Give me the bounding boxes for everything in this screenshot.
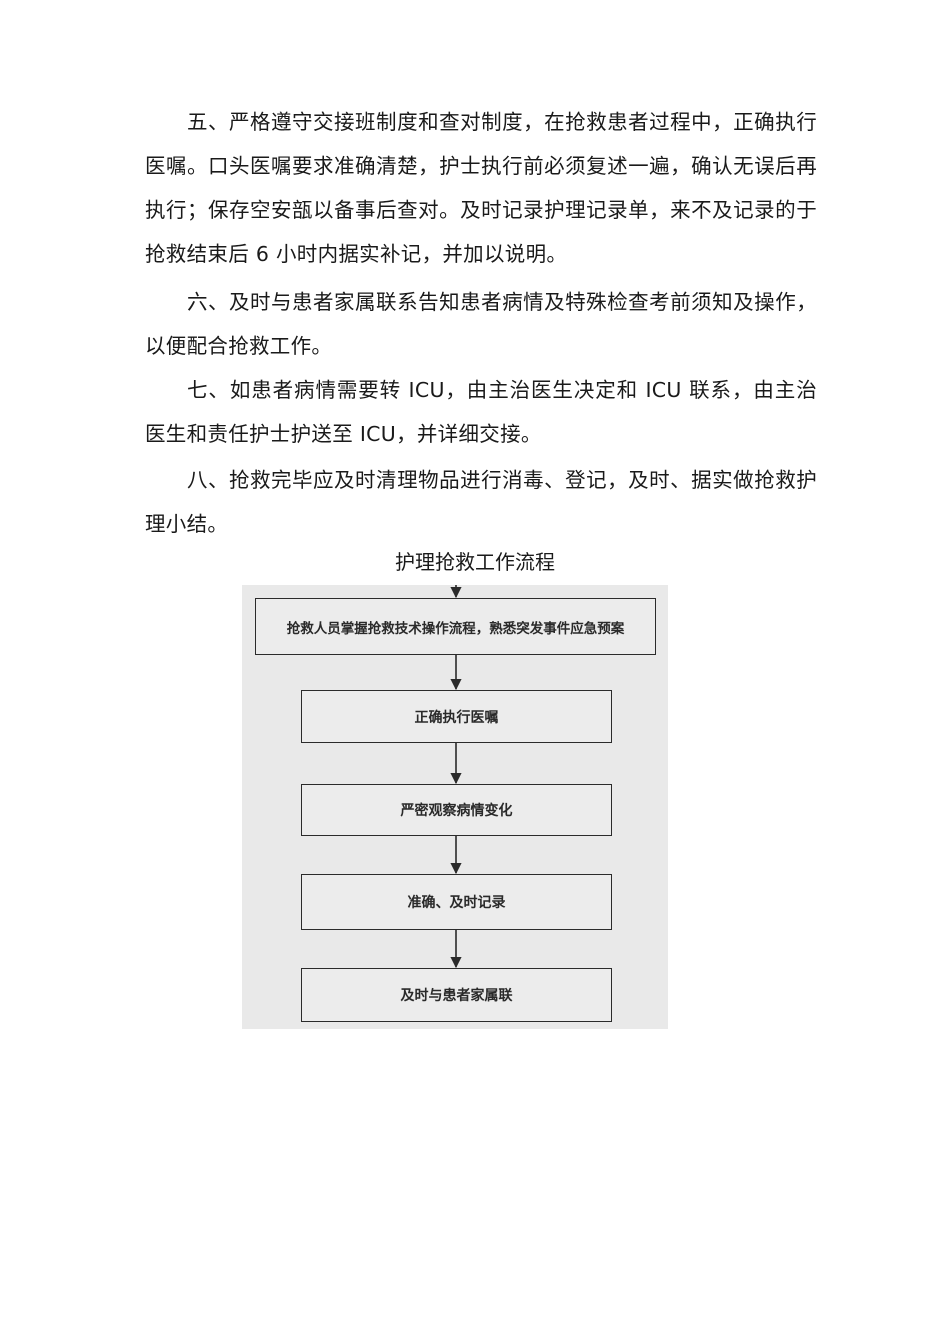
flow-step-2: 正确执行医嘱 xyxy=(301,690,612,743)
paragraph-6: 六、及时与患者家属联系告知患者病情及特殊检查考前须知及操作，以便配合抢救工作。 xyxy=(145,290,817,358)
flow-step-5: 及时与患者家属联 xyxy=(301,968,612,1022)
flowchart-title: 护理抢救工作流程 xyxy=(395,550,555,574)
flowchart-connectors xyxy=(450,585,462,969)
flow-step-1: 抢救人员掌握抢救技术操作流程，熟悉突发事件应急预案 xyxy=(255,598,656,655)
flow-step-4: 准确、及时记录 xyxy=(301,874,612,930)
paragraph-5: 五、严格遵守交接班制度和查对制度，在抢救患者过程中，正确执行医嘱。口头医嘱要求准… xyxy=(145,110,817,266)
flowchart-figure: 抢救人员掌握抢救技术操作流程，熟悉突发事件应急预案 正确执行医嘱 严密观察病情变… xyxy=(242,585,668,1029)
paragraph-7: 七、如患者病情需要转 ICU，由主治医生决定和 ICU 联系，由主治医生和责任护… xyxy=(145,378,817,446)
flow-step-3: 严密观察病情变化 xyxy=(301,784,612,836)
paragraph-8: 八、抢救完毕应及时清理物品进行消毒、登记，及时、据实做抢救护理小结。 xyxy=(145,468,817,536)
